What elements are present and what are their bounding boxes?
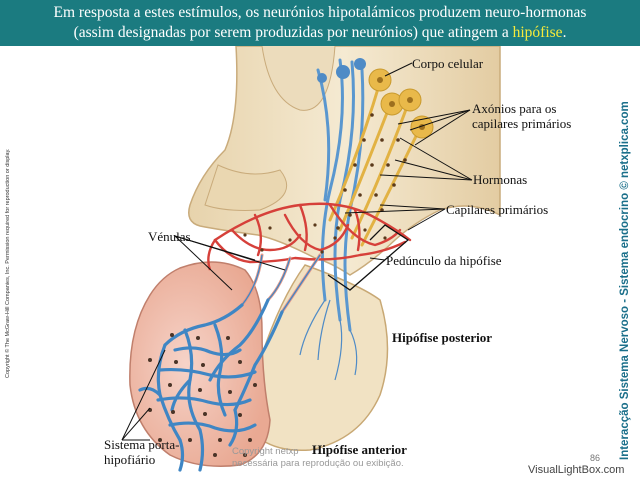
watermark: Copyright netxp necessária para reproduç… — [232, 446, 422, 470]
side-credit: Interacção Sistema Nervoso - Sistema end… — [619, 101, 631, 460]
neuron-cell-bodies-blue — [317, 58, 366, 83]
label-sistema-1: Sistema porta- — [104, 437, 180, 452]
footer-brand[interactable]: VisualLightBox.com — [528, 464, 625, 476]
label-capilares-primarios: Capilares primários — [446, 202, 549, 217]
pointer-lines — [121, 62, 473, 441]
label-hipofise-anterior: Hipófise anterior — [312, 442, 407, 457]
header-line-1: Em resposta a estes estímulos, os neurón… — [53, 4, 587, 21]
venule-blue-core — [241, 254, 321, 313]
hypothalamus-fold-2 — [204, 164, 288, 211]
artery — [207, 239, 217, 271]
slide-header: Em resposta a estes estímulos, os neurón… — [0, 0, 640, 46]
header-line-2-text: (assim designadas por serem produzidas p… — [73, 24, 513, 41]
pituitary-diagram — [121, 46, 501, 472]
label-venulas: Vénulas — [148, 229, 191, 244]
page-number: 86 — [590, 453, 601, 463]
label-hormonas: Hormonas — [473, 172, 528, 187]
header-line-2: (assim designadas por serem produzidas p… — [0, 23, 640, 43]
blue-neuron-thin-fibers — [299, 299, 358, 381]
watermark-line-1: Copyright netxp — [232, 446, 299, 457]
label-axonios-2: capilares primários — [472, 116, 572, 131]
copyright-vertical: Copyright © The McGraw-Hill Companies, I… — [5, 148, 11, 378]
label-hipofise-posterior: Hipófise posterior — [392, 330, 493, 345]
peduncle-bracket — [327, 224, 410, 291]
watermark-line-2: necessária para reprodução ou exibição. — [232, 458, 404, 469]
label-sistema-2: hipofiário — [104, 452, 156, 467]
secondary-capillary-plexus — [138, 298, 284, 472]
label-axonios-1: Axónios para os — [472, 101, 557, 116]
header-line-2-end: . — [562, 24, 567, 41]
hypothalamus-fold — [261, 46, 336, 111]
primary-capillary-plexus — [213, 202, 412, 264]
label-corpo-celular: Corpo celular — [412, 56, 484, 71]
hypothalamus-tissue — [188, 46, 501, 276]
hormone-granules — [336, 113, 407, 230]
label-peduncle: Pedúnculo da hipófise — [386, 253, 502, 268]
header-highlight: hipófise — [512, 24, 563, 41]
capillary-dots — [243, 223, 387, 254]
